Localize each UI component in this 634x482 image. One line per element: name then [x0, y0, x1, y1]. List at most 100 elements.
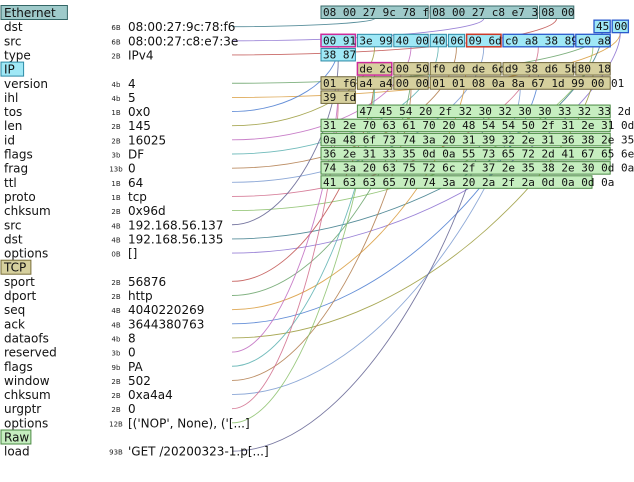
hex-bytes: 08 00 — [541, 6, 574, 19]
hex-chunk-box — [320, 33, 357, 48]
field-link-curve — [231, 75, 376, 282]
layer-header-ip: IP — [0, 61, 25, 77]
hex-chunk-box — [393, 76, 429, 90]
field-name: flags — [4, 360, 33, 374]
hex-chunk: 01 01 08 0a 8a 67 1d 99 00 01 — [429, 76, 624, 90]
hex-chunk-box — [356, 104, 611, 119]
hex-chunk: 00 91 — [320, 33, 357, 48]
hex-chunk: 09 6d — [465, 33, 502, 48]
field-name: dst — [4, 232, 23, 246]
hex-chunk: c0 a8 38 89 — [502, 33, 578, 48]
field-size: 2B — [111, 279, 120, 287]
hex-bytes: 00 50 — [396, 63, 429, 76]
layer-name: TCP — [3, 261, 26, 275]
hex-bytes: 40 00 — [396, 34, 429, 47]
layer-header-raw: Raw — [0, 429, 32, 445]
field-size: 2B — [111, 137, 120, 145]
field-name: reserved — [4, 346, 57, 360]
field-size: 2B — [111, 208, 120, 216]
hex-chunk-box — [356, 76, 393, 90]
field-size: 4B — [111, 307, 120, 315]
hex-chunk: de 2c — [356, 61, 393, 76]
field-value: 192.168.56.137 — [128, 218, 223, 232]
field-name: type — [4, 48, 31, 62]
field-size: 2B — [111, 392, 120, 400]
hex-chunk-box — [502, 62, 575, 76]
field-size: 3b — [112, 152, 121, 160]
hex-bytes: 74 3a 20 63 75 72 6c 2f 37 2e 35 38 2e 3… — [323, 162, 634, 175]
hex-bytes: 01 01 08 0a 8a 67 1d 99 00 01 — [432, 77, 624, 90]
hex-chunk-box — [356, 61, 393, 76]
hex-chunk-box — [429, 76, 611, 90]
field-size: 4B — [111, 236, 120, 244]
hex-chunk-box — [429, 33, 447, 48]
layer-name: Ethernet — [4, 6, 56, 20]
hex-chunk-box — [320, 90, 356, 104]
hex-chunk-box — [429, 62, 502, 76]
hex-bytes: d9 38 d6 5b — [505, 63, 578, 76]
layer-header-box — [0, 5, 68, 20]
hex-chunk: 39 fd — [320, 90, 356, 104]
field-row: chksum 2B 0xa4a4 — [4, 388, 173, 402]
hex-chunk-box — [575, 33, 611, 48]
field-name: len — [4, 119, 22, 133]
hex-chunk: 45 — [593, 19, 611, 34]
field-name: options — [4, 247, 48, 261]
field-name: id — [4, 133, 15, 147]
field-name: ttl — [4, 176, 17, 190]
field-name: tos — [4, 105, 22, 119]
hex-chunk-box — [393, 62, 429, 76]
field-size: 12B — [109, 420, 123, 428]
hex-chunk-box — [320, 76, 356, 90]
hex-bytes: 06 — [450, 34, 463, 47]
field-value: 3644380763 — [128, 317, 204, 331]
field-value: 192.168.56.135 — [128, 232, 223, 246]
field-value: 64 — [128, 176, 143, 190]
field-name: src — [4, 218, 22, 232]
field-size: 1B — [111, 109, 120, 117]
hex-chunk: a4 a4 — [356, 76, 393, 90]
field-row: dst 4B 192.168.56.135 — [4, 232, 223, 246]
hex-chunk: 31 2e 70 63 61 70 20 48 54 54 50 2f 31 2… — [320, 118, 634, 133]
hex-bytes: 08 00 27 c8 e7 3e — [432, 6, 545, 19]
field-name: dataofs — [4, 331, 49, 345]
field-size: 2B — [111, 52, 120, 60]
hex-bytes: 00 — [614, 20, 627, 33]
field-name: chksum — [4, 388, 51, 402]
hex-chunk-box — [320, 118, 611, 133]
hex-bytes: 45 — [596, 20, 609, 33]
field-size: 4b — [112, 335, 121, 343]
hex-bytes: 36 2e 31 33 35 0d 0a 55 73 65 72 2d 41 6… — [323, 148, 634, 161]
hex-chunk: 47 45 54 20 2f 32 30 32 30 30 33 32 33 2… — [356, 104, 631, 119]
field-value: 0x96d — [128, 204, 166, 218]
field-value: 502 — [128, 374, 151, 388]
hex-bytes: c0 a8 38 89 — [505, 34, 578, 47]
field-size: 2B — [111, 406, 120, 414]
field-value: IPv4 — [128, 48, 154, 62]
field-name: window — [4, 374, 50, 388]
layer-name: Raw — [4, 431, 29, 445]
field-value: 0xa4a4 — [128, 388, 173, 402]
field-name: ack — [4, 317, 25, 331]
field-size: 4b — [112, 81, 121, 89]
hex-chunk: 08 00 27 c8 e7 3e — [429, 5, 545, 19]
hex-chunk: 80 18 — [575, 62, 611, 76]
hex-chunk-box — [465, 33, 502, 48]
field-size: 2B — [111, 123, 120, 131]
hex-chunk: f0 d0 de 6d — [429, 62, 505, 76]
field-size: 2B — [111, 293, 120, 301]
layer-header-ethernet: Ethernet — [0, 5, 68, 20]
field-value: http — [128, 289, 153, 303]
hex-bytes: 47 45 54 20 2f 32 30 32 30 30 33 32 33 2… — [359, 105, 631, 118]
field-value: 8 — [128, 331, 136, 345]
